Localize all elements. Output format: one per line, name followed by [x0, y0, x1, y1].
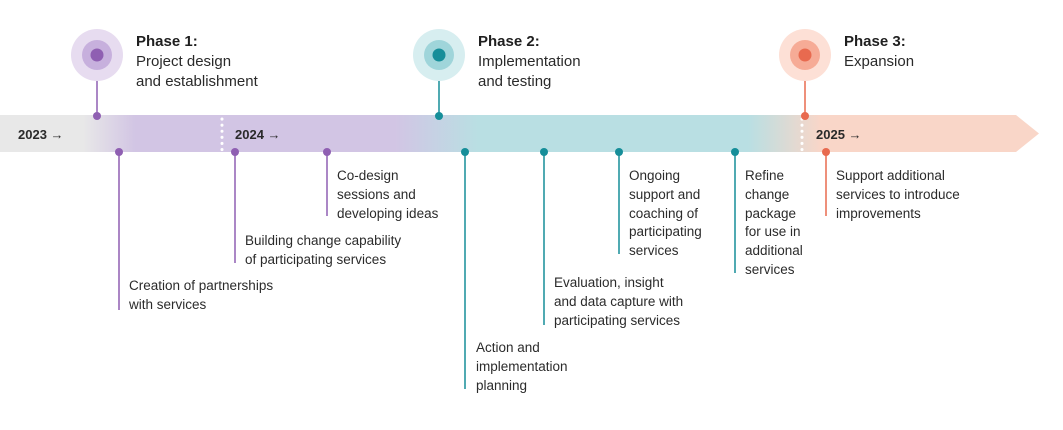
milestone-line: Ongoing	[629, 168, 680, 183]
phase-2-line-1: Implementation	[478, 53, 581, 70]
milestone-line: Support additional	[836, 168, 945, 183]
milestone-line: services	[629, 243, 679, 258]
phase-2-band-dot	[435, 112, 443, 120]
milestone-line: services	[745, 262, 795, 277]
year-label-2024: 2024 →	[235, 127, 281, 142]
year-label-2023: 2023 →	[18, 127, 64, 142]
phase-3-heading: Phase 3: Expansion	[844, 33, 914, 70]
milestone-action-and-implementation-planning: Action and implementation planning	[461, 148, 568, 393]
phase-2-marker	[413, 29, 465, 120]
milestone-line: Co-design	[337, 168, 399, 183]
milestone-line: of participating services	[245, 252, 386, 267]
milestone-building-change-capability: Building change capability of participat…	[231, 148, 401, 267]
phase-1-center-dot	[90, 48, 104, 62]
year-label-2025: 2025 →	[816, 127, 862, 142]
milestone-line: Refine	[745, 168, 784, 183]
milestone-co-design-sessions: Co-design sessions and developing ideas	[323, 148, 439, 221]
milestone-ongoing-support-coaching: Ongoing support and coaching of particip…	[615, 148, 702, 258]
milestone-line: services to introduce	[836, 187, 960, 202]
phase-1-marker	[71, 29, 123, 120]
milestone-evaluation-insight-data-capture: Evaluation, insight and data capture wit…	[540, 148, 683, 328]
phase-1-line-1: Project design	[136, 53, 231, 70]
milestone-creation-of-partnerships: Creation of partnerships with services	[115, 148, 273, 312]
milestone-refine-change-package: Refine change package for use in additio…	[731, 148, 803, 277]
milestone-line: Creation of partnerships	[129, 278, 273, 293]
milestone-line: and data capture with	[554, 294, 683, 309]
milestone-line: Action and	[476, 340, 540, 355]
phase-2-center-dot	[432, 48, 446, 62]
milestone-line: developing ideas	[337, 206, 439, 221]
milestone-line: Building change capability	[245, 233, 401, 248]
milestone-line: additional	[745, 243, 803, 258]
phase-1-line-2: and establishment	[136, 73, 259, 90]
milestone-line: with services	[128, 297, 207, 312]
milestone-line: participating	[629, 224, 702, 239]
phase-2-title: Phase 2:	[478, 33, 540, 50]
phase-3-center-dot	[798, 48, 812, 62]
milestone-line: Evaluation, insight	[554, 275, 664, 290]
year-separators	[220, 117, 804, 152]
phase-3-band-dot	[801, 112, 809, 120]
timeline-band	[0, 115, 1039, 152]
milestone-line: sessions and	[337, 187, 416, 202]
phase-1-heading: Phase 1: Project design and establishmen…	[136, 33, 259, 90]
phase-3-title: Phase 3:	[844, 33, 906, 50]
phase-2-line-2: and testing	[478, 73, 551, 90]
phase-1-band-dot	[93, 112, 101, 120]
milestone-line: implementation	[476, 359, 568, 374]
milestone-line: improvements	[836, 206, 921, 221]
phase-3-line-1: Expansion	[844, 53, 914, 70]
milestone-line: coaching of	[629, 206, 698, 221]
phase-3-marker	[779, 29, 831, 120]
milestone-line: for use in	[745, 224, 801, 239]
milestone-line: package	[745, 206, 796, 221]
phase-1-title: Phase 1:	[136, 33, 198, 50]
milestone-line: planning	[476, 378, 527, 393]
milestone-line: participating services	[554, 313, 680, 328]
milestone-line: change	[745, 187, 789, 202]
milestone-line: support and	[629, 187, 700, 202]
milestone-support-additional-services: Support additional services to introduce…	[822, 148, 960, 221]
phase-2-heading: Phase 2: Implementation and testing	[478, 33, 581, 90]
